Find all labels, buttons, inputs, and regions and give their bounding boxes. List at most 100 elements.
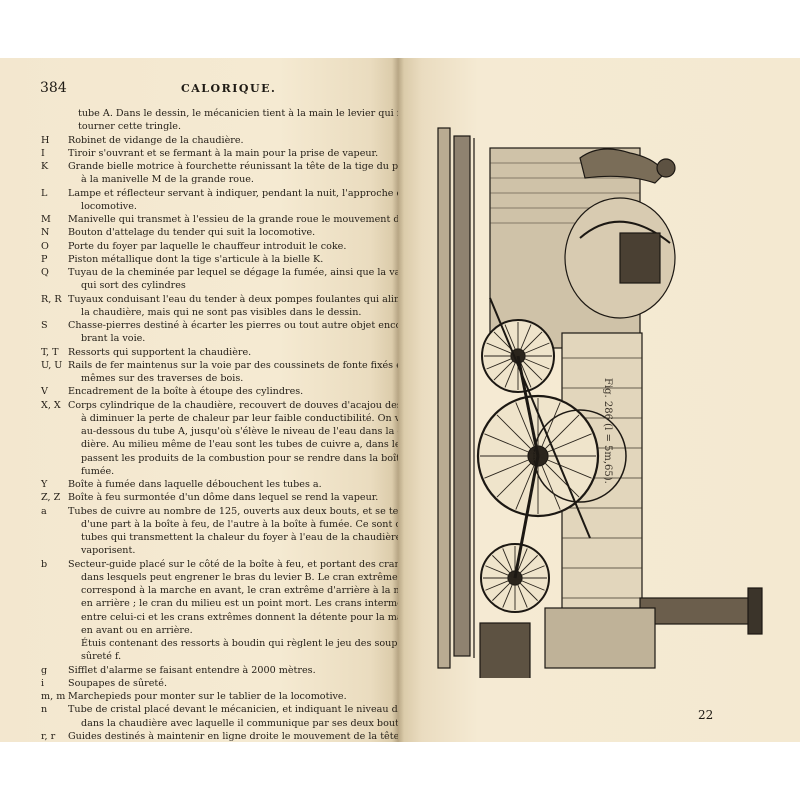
legend-text: dans la chaudière avec laquelle il commu…: [81, 717, 398, 729]
legend-text: Lampe et réflecteur servant à indiquer, …: [68, 187, 398, 199]
legend-text: locomotive.: [81, 200, 137, 212]
legend-text: Grande bielle motrice à fourchette réuni…: [68, 161, 398, 172]
legend-text: Boîte à feu surmontée d'un dôme dans leq…: [68, 492, 379, 504]
legend-key: Z, Z: [41, 492, 61, 504]
legend-text: fumée.: [81, 465, 115, 477]
legend-text: Ressorts qui supportent la chaudière.: [68, 346, 252, 358]
legend-line: I Tiroir s'ouvrant et se fermant à la mai…: [41, 147, 381, 160]
page-number-left: 384: [40, 80, 67, 96]
legend-line: dière. Au milieu même de l'eau sont les …: [41, 438, 398, 451]
legend-text: tourner cette tringle.: [78, 121, 182, 133]
book-gutter: [392, 58, 404, 742]
legend-text: Rails de fer maintenus sur la voie par d…: [68, 359, 398, 371]
legend-line: dans lesquels peut engrener le bras du l…: [41, 571, 398, 584]
legend-key: i: [41, 677, 45, 689]
legend-text: Piston métallique dont la tige s'articul…: [68, 253, 324, 265]
legend-line: en avant ou en arrière.: [41, 624, 381, 637]
legend-text: Chasse-pierres destiné à écarter les pie…: [68, 320, 398, 331]
legend-text: Tuyaux conduisant l'eau du tender à deux…: [68, 293, 398, 305]
legend-line: fumée.: [41, 465, 381, 478]
legend-text: correspond à la marche en avant, le cran…: [81, 585, 398, 596]
legend-key: I: [41, 147, 45, 159]
locomotive-engraving: [437, 127, 763, 678]
legend-text: Manivelle qui transmet à l'essieu de la …: [68, 214, 398, 225]
legend-line: M Manivelle qui transmet à l'essieu de la…: [41, 213, 398, 226]
running-title: CALORIQUE.: [181, 82, 277, 95]
legend-line: à diminuer la perte de chaleur par leur …: [41, 412, 398, 425]
legend-key: N: [41, 227, 50, 239]
legend-line: tube A. Dans le dessin, le mécanicien ti…: [41, 107, 398, 120]
legend-text: brant la voie.: [81, 333, 146, 345]
legend-text: Bouton d'attelage du tender qui suit la …: [68, 227, 316, 239]
legend-line: tourner cette tringle.: [41, 120, 381, 133]
legend-key: P: [41, 253, 48, 265]
legend-line: T, T Ressorts qui supportent la chaudière…: [41, 346, 381, 359]
legend-key: r, r: [41, 730, 56, 742]
legend-key: U, U: [41, 359, 63, 371]
legend-key: a: [41, 505, 47, 517]
legend-text: Étuis contenant des ressorts à boudin qu…: [81, 638, 398, 649]
left-page: 384 CALORIQUE. tube A. Dans le dessin, l…: [0, 58, 398, 742]
legend-line: passent les produits de la combustion po…: [41, 452, 398, 465]
legend-key: Y: [41, 479, 48, 490]
legend-text: Sifflet d'alarme se faisant entendre à 2…: [68, 664, 316, 676]
legend-line: i Soupapes de sûreté.: [41, 677, 381, 690]
legend-text: en avant ou en arrière.: [81, 624, 193, 636]
legend-line: en arrière ; le cran du milieu est un po…: [41, 597, 398, 610]
legend-key: L: [41, 187, 48, 199]
legend-line: brant la voie.: [41, 332, 381, 345]
legend-line: correspond à la marche en avant, le cran…: [41, 584, 398, 597]
right-page: Fig. 286 (l = 5m,65). 22: [398, 58, 800, 742]
legend-key: n: [41, 704, 48, 716]
legend-line: locomotive.: [41, 200, 381, 213]
legend-line: U, U Rails de fer maintenus sur la voie p…: [41, 359, 398, 372]
legend-text: dière. Au milieu même de l'eau sont les …: [81, 439, 398, 451]
legend-line: au-dessous du tube A, jusqu'où s'élève l…: [41, 425, 398, 438]
legend-line: tubes qui transmettent la chaleur du foy…: [41, 531, 398, 544]
legend-text: dans lesquels peut engrener le bras du l…: [81, 571, 398, 583]
legend-text: Robinet de vidange de la chaudière.: [68, 134, 244, 146]
legend-text: la chaudière, mais qui ne sont pas visib…: [81, 306, 362, 318]
open-book: 384 CALORIQUE. tube A. Dans le dessin, l…: [0, 58, 800, 742]
legend-text: Soupapes de sûreté.: [68, 677, 167, 689]
legend-text: Tuyau de la cheminée par lequel se dégag…: [68, 267, 398, 278]
rail: [437, 127, 451, 669]
legend-text: à la manivelle M de la grande roue.: [81, 174, 254, 186]
legend-line: N Bouton d'attelage du tender qui suit la…: [41, 226, 381, 239]
legend-key: X, X: [41, 399, 61, 411]
figure-caption: Fig. 286 (l = 5m,65).: [602, 378, 613, 484]
legend-text: vaporisent.: [81, 545, 136, 557]
legend-text: au-dessous du tube A, jusqu'où s'élève l…: [81, 426, 398, 437]
legend-text: Tube de cristal placé devant le mécanici…: [68, 704, 398, 716]
legend-key: b: [41, 558, 48, 570]
legend-line: Étuis contenant des ressorts à boudin qu…: [41, 637, 398, 650]
legend-line: Z, Z Boîte à feu surmontée d'un dôme dans…: [41, 491, 381, 504]
legend-line: L Lampe et réflecteur servant à indiquer,…: [41, 187, 398, 200]
legend-list: tube A. Dans le dessin, le mécanicien ti…: [41, 107, 398, 742]
legend-text: sûreté f.: [81, 651, 122, 663]
legend-text: tubes qui transmettent la chaleur du foy…: [81, 532, 398, 543]
legend-line: sûreté f.: [41, 650, 381, 663]
legend-line: P Piston métallique dont la tige s'articu…: [41, 253, 381, 266]
legend-text: Tiroir s'ouvrant et se fermant à la main…: [68, 147, 379, 159]
legend-key: M: [41, 214, 51, 225]
legend-key: m, m: [41, 691, 66, 702]
legend-line: mêmes sur des traverses de bois.: [41, 372, 381, 385]
legend-text: qui sort des cylindres: [81, 280, 186, 292]
legend-text: passent les produits de la combustion po…: [81, 452, 398, 464]
legend-key: Q: [41, 267, 49, 278]
legend-line: n Tube de cristal placé devant le mécanic…: [41, 703, 398, 716]
legend-line: la chaudière, mais qui ne sont pas visib…: [41, 306, 381, 319]
legend-key: T, T: [41, 346, 59, 358]
legend-text: en arrière ; le cran du milieu est un po…: [81, 598, 398, 610]
legend-line: entre celui-ci et les crans extrêmes don…: [41, 611, 398, 624]
legend-text: d'une part à la boîte à feu, de l'autre …: [81, 518, 398, 530]
